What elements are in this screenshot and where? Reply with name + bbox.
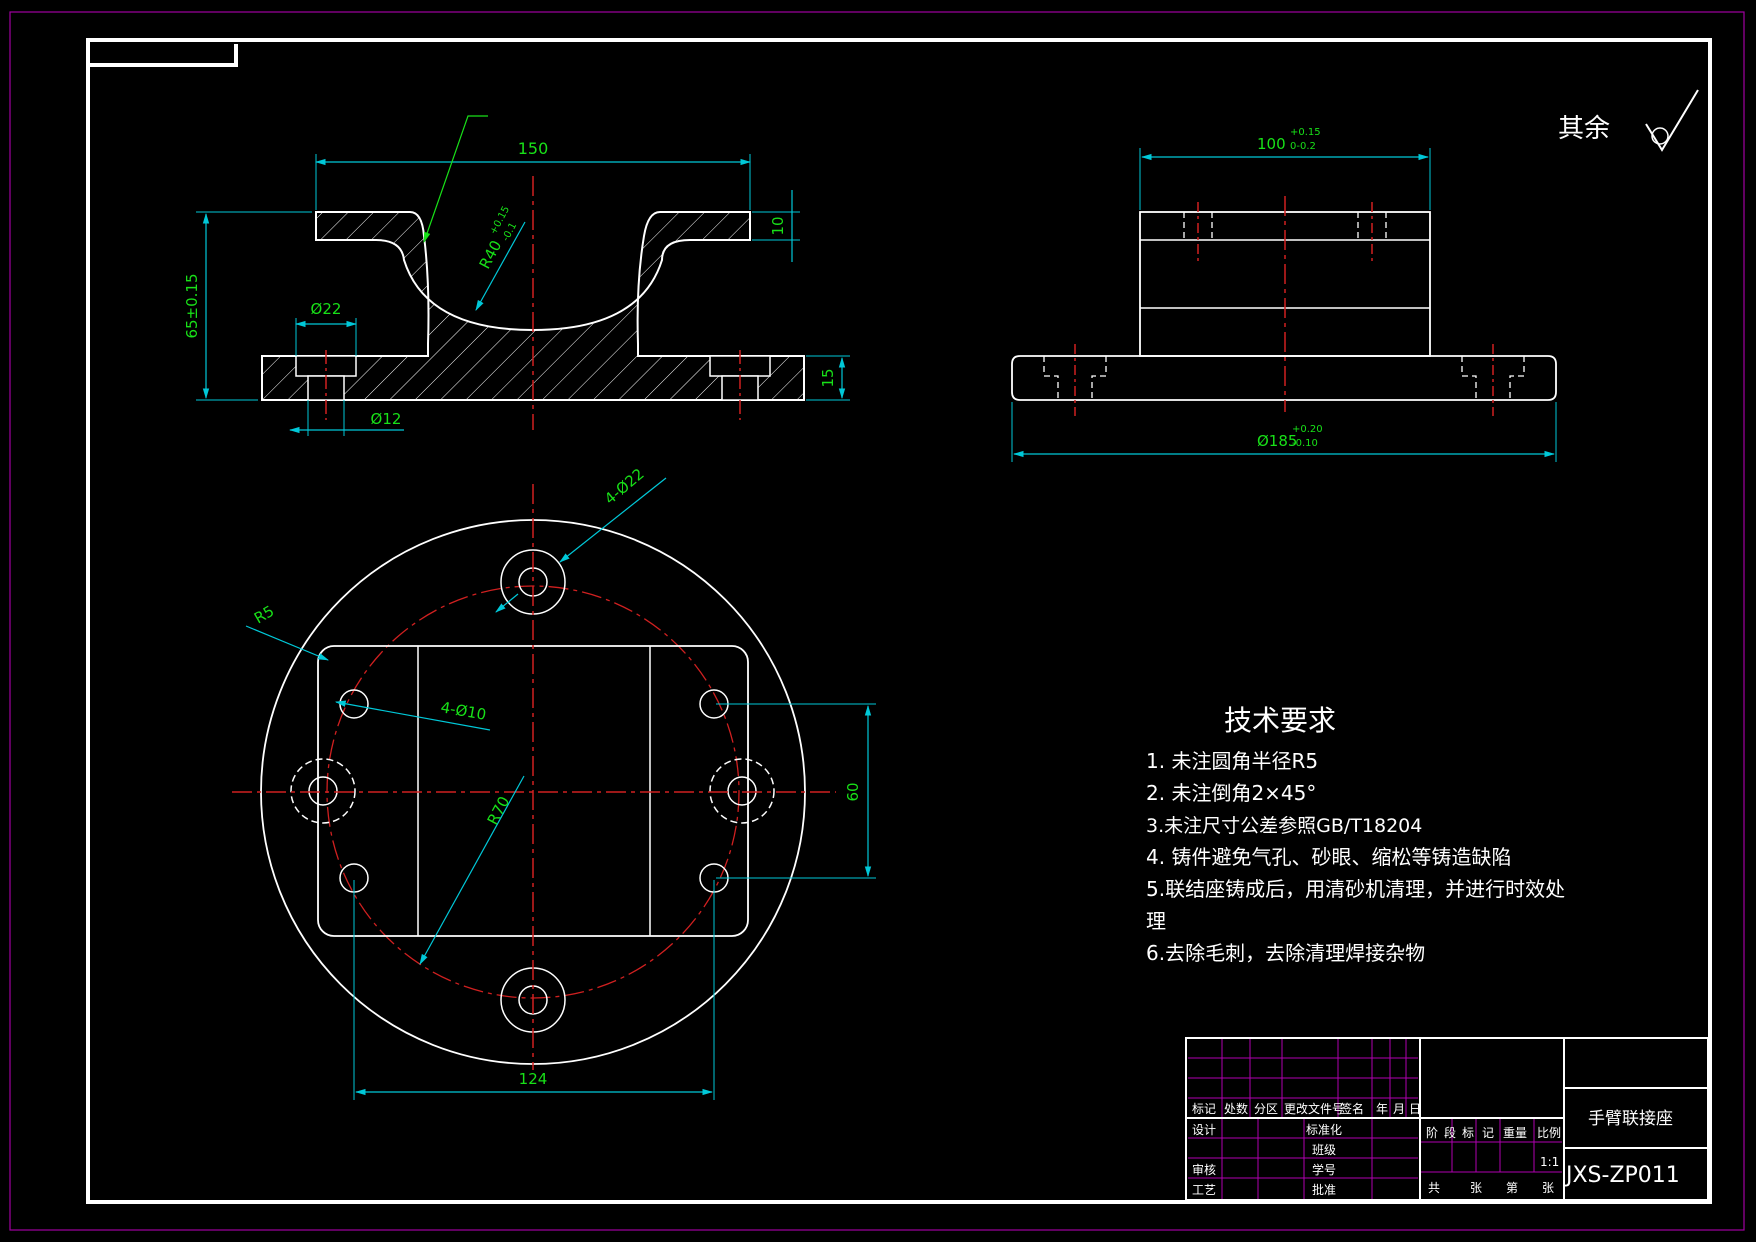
- svg-text:月: 月: [1393, 1102, 1405, 1116]
- tech-line: 1. 未注圆角半径R5: [1146, 749, 1318, 773]
- dim-text-r5: R5: [251, 602, 277, 628]
- dim-line-4phi10: [334, 700, 491, 731]
- svg-text:标记: 标记: [1192, 1102, 1216, 1116]
- dim-text-r40: R40 +0.15 -0.1: [476, 204, 520, 272]
- svg-text:重量: 重量: [1503, 1126, 1527, 1140]
- dim-line-4phi22b: [495, 593, 519, 613]
- svg-text:段: 段: [1444, 1125, 1456, 1140]
- label-standardize: 标准化: [1306, 1123, 1342, 1137]
- tech-title: 技术要求: [1224, 704, 1336, 737]
- dim-text-4phi22: 4-Ø22: [601, 465, 648, 508]
- roughness-check-icon: [1645, 89, 1699, 152]
- title-block: 标记 处数 分区 更改文件号 签名 年 月 日 设计 标准化 班级 审核 学号 …: [1185, 1037, 1709, 1201]
- revision-grid: [1188, 1038, 1562, 1200]
- svg-text:-0.10: -0.10: [1292, 438, 1318, 449]
- drawing-number: JXS-ZP011: [1564, 1163, 1680, 1188]
- title-block-frame: [1185, 1037, 1709, 1201]
- svg-text:第: 第: [1506, 1181, 1518, 1195]
- roughness-circle-icon: [1651, 127, 1669, 145]
- dim-text-phi185: Ø185 +0.20 -0.10: [1257, 424, 1323, 450]
- svg-text:0-0.2: 0-0.2: [1290, 141, 1316, 152]
- svg-text:+0.20: +0.20: [1292, 424, 1323, 435]
- svg-text:年: 年: [1376, 1102, 1388, 1116]
- section-leader: [423, 115, 488, 244]
- dim-text-10: 10: [769, 216, 787, 235]
- svg-text:阶: 阶: [1426, 1126, 1438, 1140]
- top-small-holes: [339, 689, 729, 893]
- dim-text-100: 100 +0.15 0-0.2: [1257, 127, 1321, 153]
- svg-text:Ø185: Ø185: [1257, 432, 1297, 450]
- surface-label: 其余: [1558, 114, 1610, 144]
- svg-text:100: 100: [1257, 135, 1286, 153]
- label-student-id: 学号: [1312, 1162, 1336, 1177]
- svg-text:标: 标: [1462, 1126, 1474, 1140]
- dim-text-phi12: Ø12: [371, 410, 402, 428]
- dim-text-65: 65±0.15: [183, 273, 201, 338]
- front-section-view: 150 65±0.15 10 15 R40 +0.15 -0.1 Ø22: [183, 115, 850, 436]
- dim-text-4phi10: 4-Ø10: [439, 698, 487, 724]
- svg-text:R40: R40: [476, 237, 506, 272]
- sheet-frame: [86, 38, 1712, 1204]
- sheet-corner-tab: [88, 44, 238, 67]
- sheet-outer-border: [9, 11, 1745, 1231]
- label-approve: 批准: [1312, 1182, 1336, 1197]
- label-design: 设计: [1192, 1123, 1216, 1137]
- label-class: 班级: [1312, 1143, 1336, 1157]
- dim-line-r40: [475, 221, 526, 311]
- side-view: 100 +0.15 0-0.2 Ø185 +0.20 -0.10: [1011, 127, 1557, 462]
- signoff-labels: 设计 标准化 班级 审核 学号 工艺 批准: [1192, 1123, 1342, 1197]
- tech-line: 4. 铸件避免气孔、砂眼、缩松等铸造缺陷: [1146, 845, 1511, 869]
- dim-line-r5: [245, 625, 329, 661]
- svg-text:+0.15: +0.15: [1290, 127, 1321, 138]
- revision-headers: 标记 处数 分区 更改文件号 签名 年 月 日: [1192, 1101, 1421, 1116]
- stage-labels: 阶 段 标 记 重量 比例 1:1 共 张 第 张: [1426, 1125, 1561, 1195]
- label-craft: 工艺: [1192, 1183, 1216, 1197]
- svg-text:更改文件号: 更改文件号: [1284, 1101, 1344, 1116]
- dim-text-phi22: Ø22: [311, 300, 342, 318]
- svg-text:张: 张: [1542, 1181, 1554, 1195]
- label-review: 审核: [1192, 1162, 1216, 1177]
- svg-text:日: 日: [1409, 1102, 1421, 1116]
- tech-line: 6.去除毛刺，去除清理焊接杂物: [1146, 941, 1425, 965]
- dim-line-r70: [419, 775, 525, 965]
- part-name: 手臂联接座: [1588, 1109, 1673, 1129]
- side-hidden-holes: [1043, 212, 1525, 400]
- dim-text-150: 150: [518, 139, 549, 158]
- dim-line-4phi22: [559, 477, 667, 563]
- dim-text-r70: R70: [484, 793, 514, 828]
- dim-text-124: 124: [519, 1070, 548, 1088]
- svg-text:分区: 分区: [1254, 1102, 1278, 1116]
- surface-finish-symbol: 其余: [1558, 89, 1699, 152]
- svg-text:比例: 比例: [1537, 1126, 1561, 1140]
- svg-text:处数: 处数: [1224, 1101, 1248, 1116]
- svg-text:记: 记: [1482, 1126, 1494, 1140]
- dim-text-15: 15: [819, 368, 837, 387]
- tech-line: 2. 未注倒角2×45°: [1146, 781, 1316, 805]
- dim-text-60: 60: [844, 782, 862, 801]
- svg-text:共: 共: [1428, 1181, 1440, 1195]
- scale-value: 1:1: [1540, 1155, 1559, 1169]
- svg-text:张: 张: [1470, 1181, 1482, 1195]
- top-view: 4-Ø22 R5 4-Ø10 R70 60 124: [232, 465, 876, 1100]
- side-base: [1011, 355, 1557, 401]
- svg-text:签名: 签名: [1340, 1101, 1364, 1116]
- tech-line: 理: [1146, 909, 1166, 933]
- tech-line: 3.未注尺寸公差参照GB/T18204: [1146, 815, 1422, 837]
- tech-line: 5.联结座铸成后，用清砂机清理，并进行时效处: [1146, 877, 1565, 901]
- tech-requirements: 技术要求 1. 未注圆角半径R5 2. 未注倒角2×45° 3.未注尺寸公差参照…: [1146, 704, 1565, 965]
